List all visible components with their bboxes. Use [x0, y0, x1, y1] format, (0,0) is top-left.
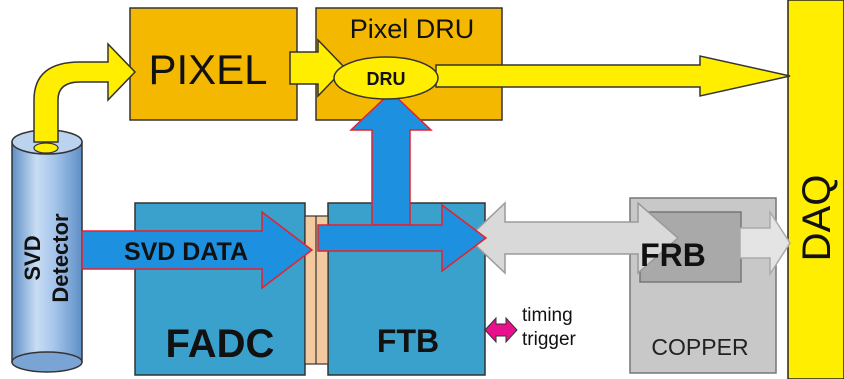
daq-label: DAQ — [795, 175, 839, 262]
fadc-label: FADC — [166, 322, 275, 366]
timing-label: timing — [522, 305, 573, 326]
detector-top-opening — [34, 143, 58, 153]
dru-label: DRU — [367, 69, 406, 89]
svd-detector-label-line1: SVD — [20, 235, 45, 280]
svd-detector-label-line2: Detector — [48, 213, 73, 303]
copper-label: COPPER — [651, 334, 748, 360]
pixel-label: PIXEL — [148, 46, 267, 93]
detector-to-pixel-arrow — [34, 44, 135, 142]
frb-label: FRB — [640, 237, 706, 273]
ftb-label: FTB — [377, 323, 439, 359]
trigger-label: trigger — [522, 329, 577, 350]
svd-data-label: SVD DATA — [124, 238, 248, 266]
pixel-dru-label: Pixel DRU — [350, 14, 475, 44]
timing-trigger-arrow — [485, 318, 517, 342]
